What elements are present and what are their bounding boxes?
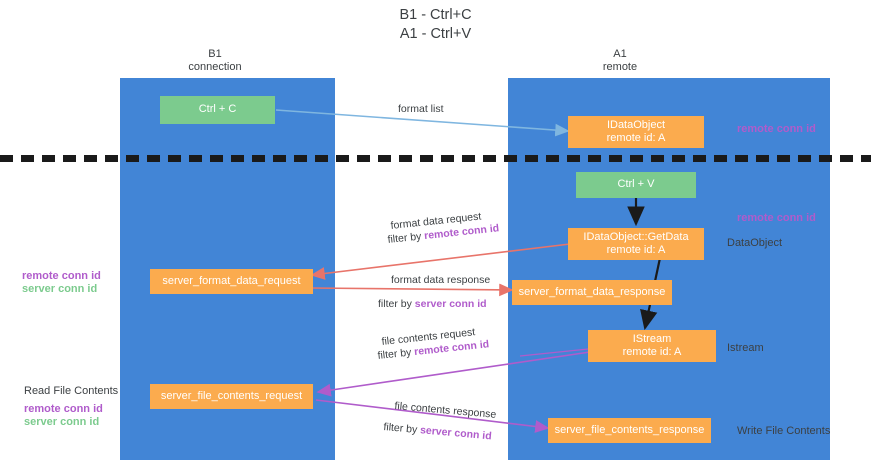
node-server-format-data-request[interactable]: server_format_data_request	[150, 269, 313, 294]
section-divider	[0, 155, 871, 162]
edge-label-filter-keyword-4: server conn id	[419, 424, 493, 443]
node-server-format-data-response[interactable]: server_format_data_response	[512, 280, 672, 305]
edge-label-filter-prefix-1: filter by	[387, 230, 425, 246]
edge-format-data-response	[309, 283, 514, 297]
edge-label-filter-prefix-2: filter by	[378, 298, 415, 310]
edge-label-format-data-response: format data response	[391, 274, 491, 286]
label-read-file-contents: Read File Contents	[24, 385, 119, 397]
label-left-server-conn-id: server conn id	[22, 283, 98, 295]
edge-label-filter-prefix-3: filter by	[377, 346, 415, 362]
edge-label-file-contents-response: file contents response	[393, 400, 497, 421]
column-header-a1: A1 remote	[602, 48, 638, 73]
node-idataobject[interactable]: IDataObject remote id: A	[568, 116, 704, 148]
node-server-file-contents-request[interactable]: server_file_contents_request	[150, 384, 313, 409]
label-left-remote-conn-id-2: remote conn id	[24, 403, 103, 415]
column-header-b1: B1 connection	[188, 48, 242, 73]
edge-label-filter-prefix-4: filter by	[382, 421, 421, 437]
node-ctrl-c[interactable]: Ctrl + C	[160, 96, 275, 124]
label-left-remote-conn-id: remote conn id	[22, 270, 101, 282]
edge-label-filter-keyword-2: server conn id	[414, 298, 487, 310]
edge-label-format-list: format list	[398, 103, 444, 115]
label-write-file-contents: Write File Contents	[737, 425, 831, 437]
label-istream: Istream	[727, 342, 764, 354]
node-istream[interactable]: IStream remote id: A	[588, 330, 716, 362]
label-remote-conn-id-top: remote conn id	[737, 123, 816, 135]
label-left-server-conn-id-2: server conn id	[24, 416, 100, 428]
label-dataobject: DataObject	[727, 237, 783, 249]
edge-label-filter-by-server-2: filter by server conn id	[383, 421, 492, 443]
page-title: B1 - Ctrl+C A1 - Ctrl+V	[399, 7, 472, 42]
label-remote-conn-id-mid: remote conn id	[737, 212, 816, 224]
node-server-file-contents-response[interactable]: server_file_contents_response	[548, 418, 711, 443]
node-idataobject-getdata[interactable]: IDataObject::GetData remote id: A	[568, 228, 704, 260]
node-ctrl-v[interactable]: Ctrl + V	[576, 172, 696, 198]
edge-label-filter-by-server-1: filter by server conn id	[378, 298, 487, 311]
